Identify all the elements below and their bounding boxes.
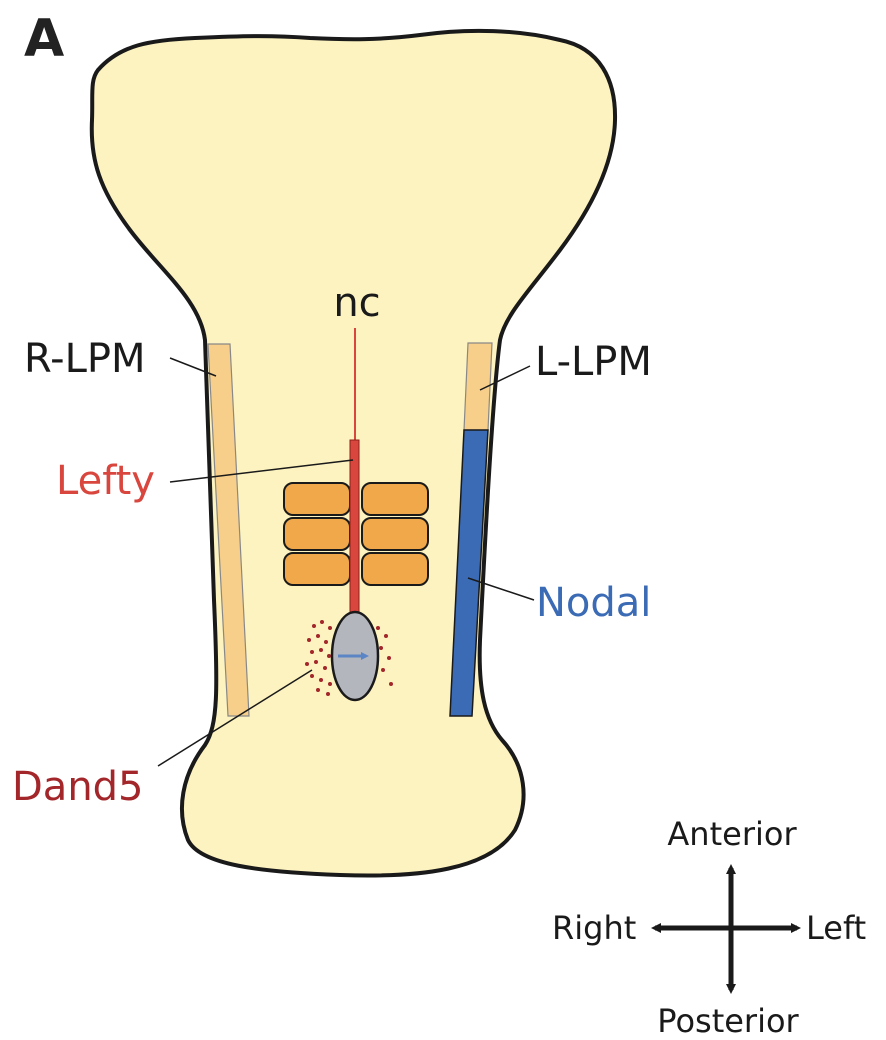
orientation-compass: Anterior Posterior Right Left xyxy=(552,815,866,1040)
somite xyxy=(362,553,428,585)
lefty-notochord-expression xyxy=(350,440,359,612)
compass-left-label: Left xyxy=(806,909,866,947)
nodal-label: Nodal xyxy=(536,580,651,626)
somite xyxy=(362,483,428,515)
somite xyxy=(284,518,350,550)
l-lpm-label: L-LPM xyxy=(535,339,652,385)
compass-anterior-label: Anterior xyxy=(667,815,797,853)
r-lpm-label: R-LPM xyxy=(24,336,146,382)
somite xyxy=(362,518,428,550)
compass-posterior-label: Posterior xyxy=(657,1002,799,1040)
lefty-label: Lefty xyxy=(56,458,155,504)
nc-label: nc xyxy=(333,280,380,326)
panel-label: A xyxy=(24,9,64,69)
somite xyxy=(284,553,350,585)
compass-right-label: Right xyxy=(552,909,636,947)
dand5-label: Dand5 xyxy=(12,764,144,810)
somite xyxy=(284,483,350,515)
